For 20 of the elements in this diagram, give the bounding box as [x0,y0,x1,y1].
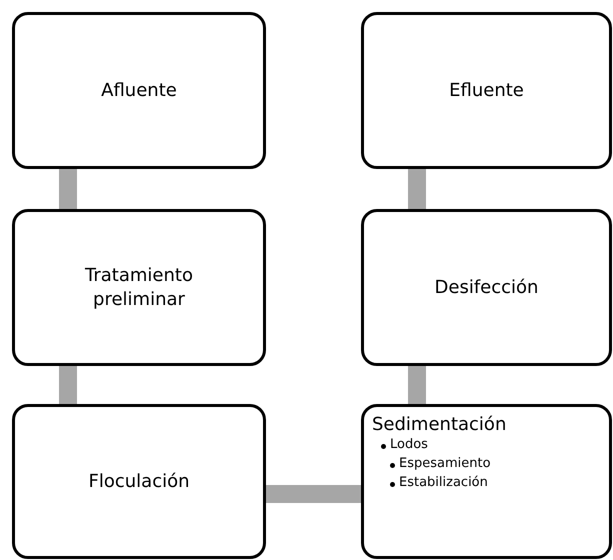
box-text: Desifección [434,276,538,300]
connector-bar [59,169,77,209]
connector-bar [266,485,361,503]
box-text: Floculación [88,470,190,494]
process-box [12,209,266,366]
connector-bar [408,169,426,209]
box-text: Efluente [449,78,524,102]
process-box [361,12,612,169]
process-box [12,12,266,169]
box-text: Sedimentación [372,413,506,436]
process-box [361,209,612,366]
process-box [12,404,266,559]
connector-bar [408,366,426,404]
bullet-item: Lodos [390,436,428,454]
bullet-item: Espesamiento [399,455,491,474]
connector-bar [59,366,77,404]
box-text: Tratamiento preliminar [84,264,194,311]
box-text: Afluente [101,78,177,102]
process-box [361,404,612,559]
bullet-item: Estabilización [399,474,488,492]
